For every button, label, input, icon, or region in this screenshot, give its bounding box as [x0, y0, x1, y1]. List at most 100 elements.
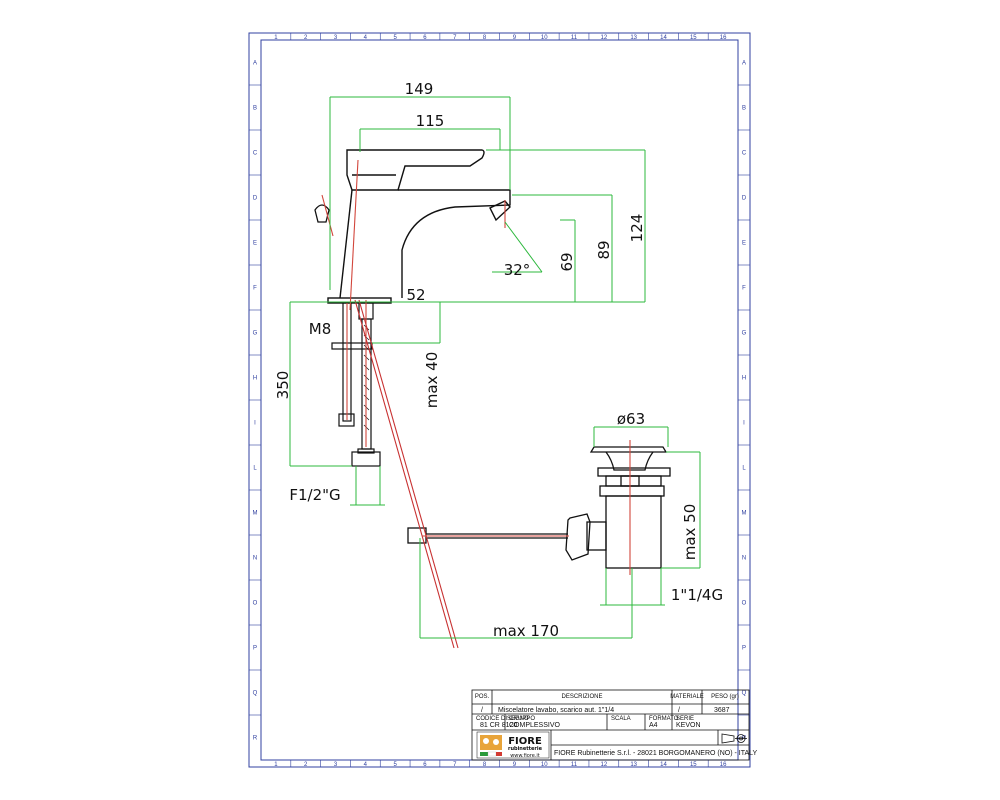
tb-gruppo-value: COMPLESSIVO [509, 722, 561, 729]
tb-descrizione-value: Miscelatore lavabo, scarico aut. 1"1/4 [498, 707, 614, 714]
logo-subtitle: rubinetterie [508, 746, 543, 752]
grid-row-labels-left: A B C D E F G H I L M N O P Q R [249, 61, 261, 742]
grid-column-label: 9 [513, 35, 517, 41]
grid-column-label: 13 [630, 762, 637, 768]
grid-column-label: 11 [571, 762, 578, 768]
grid-row-label: L [253, 466, 257, 472]
grid-column-label: 15 [690, 35, 697, 41]
grid-column-label: 12 [601, 762, 608, 768]
grid-row-label: G [253, 331, 258, 337]
grid-row-label: E [742, 241, 746, 247]
grid-column-label: 14 [660, 762, 667, 768]
dimension-lines [289, 96, 701, 639]
grid-row-label: A [253, 61, 257, 67]
grid-column-label: 15 [690, 762, 697, 768]
grid-column-label: 5 [393, 762, 397, 768]
dim-max-170: max 170 [493, 622, 559, 640]
grid-row-label: F [253, 286, 257, 292]
dim-f12g: F1/2"G [289, 486, 340, 504]
grid-column-label: 2 [304, 762, 308, 768]
grid-row-label: P [742, 646, 746, 652]
grid-row-label: G [742, 331, 747, 337]
grid-row-label: R [253, 736, 258, 742]
grid-row-label: Q [253, 691, 258, 697]
grid-column-label: 4 [364, 762, 368, 768]
tb-formato-label: FORMATO [649, 716, 679, 722]
tb-materiale-value: / [678, 707, 680, 714]
grid-row-label: M [742, 511, 747, 517]
grid-row-label: H [253, 376, 257, 382]
dim-149: 149 [405, 80, 434, 98]
dim-1-1-4g: 1"1/4G [671, 586, 723, 604]
grid-row-label: I [254, 421, 256, 427]
grid-column-label: 9 [513, 762, 517, 768]
grid-row-label: O [742, 601, 747, 607]
dim-124: 124 [628, 214, 646, 243]
grid-row-label: O [253, 601, 258, 607]
dim-69: 69 [558, 252, 576, 271]
title-block [471, 689, 750, 761]
grid-row-label: Q [742, 691, 747, 697]
grid-row-label: C [253, 151, 258, 157]
tb-peso-label: PESO (gr) [711, 694, 739, 700]
dim-52: 52 [406, 286, 425, 304]
grid-row-label: E [253, 241, 257, 247]
tb-scala-label: SCALA [611, 716, 631, 722]
grid-row-label: D [742, 196, 747, 202]
dim-89: 89 [595, 240, 613, 259]
grid-column-label: 14 [660, 35, 667, 41]
tb-serie-label: SERIE [676, 716, 694, 722]
dim-350: 350 [274, 371, 292, 400]
tb-gruppo-label: GRUPPO [509, 716, 535, 722]
tb-descrizione-label: DESCRIZIONE [561, 694, 602, 700]
grid-row-label: N [742, 556, 746, 562]
grid-column-label: 6 [423, 762, 427, 768]
grid-column-label: 5 [393, 35, 397, 41]
dim-max-50: max 50 [681, 504, 699, 561]
grid-column-label: 1 [274, 35, 278, 41]
grid-column-label: 10 [541, 35, 548, 41]
supply-hoses [331, 302, 381, 467]
grid-column-label: 1 [274, 762, 278, 768]
grid-row-label: D [253, 196, 258, 202]
tb-company: FIORE Rubinetterie S.r.l. - 28021 BORGOM… [554, 750, 758, 757]
grid-row-label: B [742, 106, 746, 112]
dim-diameter-63: ø63 [617, 410, 645, 428]
grid-column-label: 10 [541, 762, 548, 768]
tb-materiale-label: MATERIALE [670, 694, 704, 700]
logo-website: www.fiore.it [510, 753, 540, 759]
grid-row-label: L [742, 466, 746, 472]
grid-row-label: M [253, 511, 258, 517]
tb-peso-value: 3687 [714, 707, 730, 714]
grid-row-label: P [253, 646, 257, 652]
grid-column-label: 8 [483, 35, 487, 41]
tb-codice-value: 81 CR 8120 [480, 722, 517, 729]
fiore-logo: FIORE rubinetterie www.fiore.it [476, 731, 550, 759]
center-lines [321, 159, 631, 649]
grid-row-label: I [743, 421, 745, 427]
grid-column-label: 8 [483, 762, 487, 768]
grid-column-label: 6 [423, 35, 427, 41]
tb-formato-value: A4 [649, 722, 658, 729]
grid-row-label: C [742, 151, 747, 157]
dim-m8: M8 [309, 320, 332, 338]
grid-row-label: N [253, 556, 257, 562]
grid-row-label: B [253, 106, 257, 112]
grid-column-label: 16 [720, 762, 727, 768]
grid-column-label: 11 [571, 35, 578, 41]
grid-row-label: F [742, 286, 746, 292]
grid-column-label: 16 [720, 35, 727, 41]
grid-column-label: 3 [334, 762, 338, 768]
grid-column-label: 7 [453, 762, 457, 768]
projection-symbol-icon [721, 733, 747, 744]
grid-row-label: H [742, 376, 746, 382]
tb-serie-value: KEVON [676, 722, 701, 729]
faucet-body [327, 149, 511, 304]
grid-column-label: 7 [453, 35, 457, 41]
tb-pos-label: POS. [475, 694, 490, 700]
dim-115: 115 [416, 112, 445, 130]
logo-text: FIORE [508, 736, 542, 747]
